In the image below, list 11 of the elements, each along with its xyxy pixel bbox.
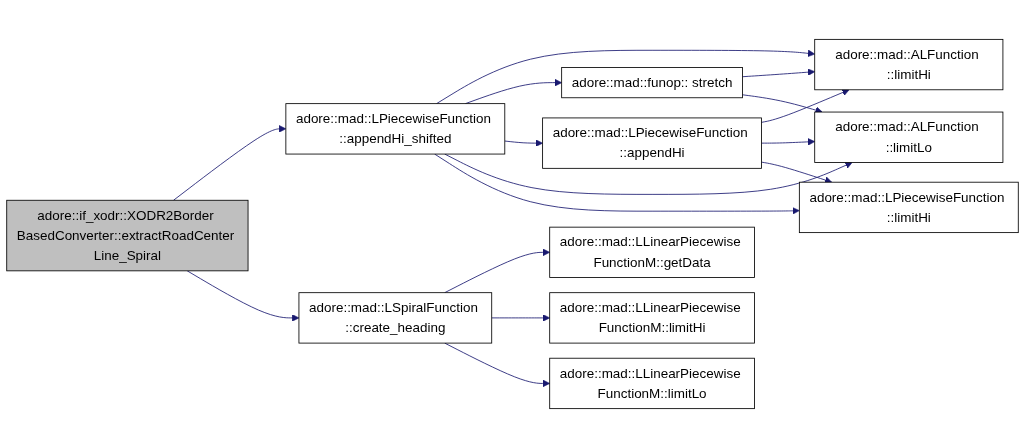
node-box: adore::mad::LSpiralFunction ::create_heading: [298, 292, 493, 344]
node-box: adore::mad::LPiecewiseFunction ::appendHi: [542, 117, 762, 169]
node-box: adore::mad::LLinearPiecewise FunctionM::limitLo: [549, 357, 755, 410]
node-box: adore::mad::LPiecewiseFunction ::limitHi: [798, 181, 1019, 234]
node-box: adore::mad::LLinearPiecewise FunctionM::getData: [549, 226, 755, 278]
node-box: adore::mad::LLinearPiecewise FunctionM::limitHi: [549, 292, 755, 344]
node-box: adore::if_xodr::XODR2Border BasedConverter::extractRoadCenter Line_Spiral: [6, 199, 249, 272]
node-box: adore::mad::funop:: stretch: [561, 67, 743, 99]
node-box: adore::mad::ALFunction ::limitHi: [814, 38, 1004, 91]
node-box: adore::mad::ALFunction ::limitLo: [814, 111, 1004, 163]
node-box: adore::mad::LPiecewiseFunction ::appendHi_shifted: [285, 103, 506, 155]
